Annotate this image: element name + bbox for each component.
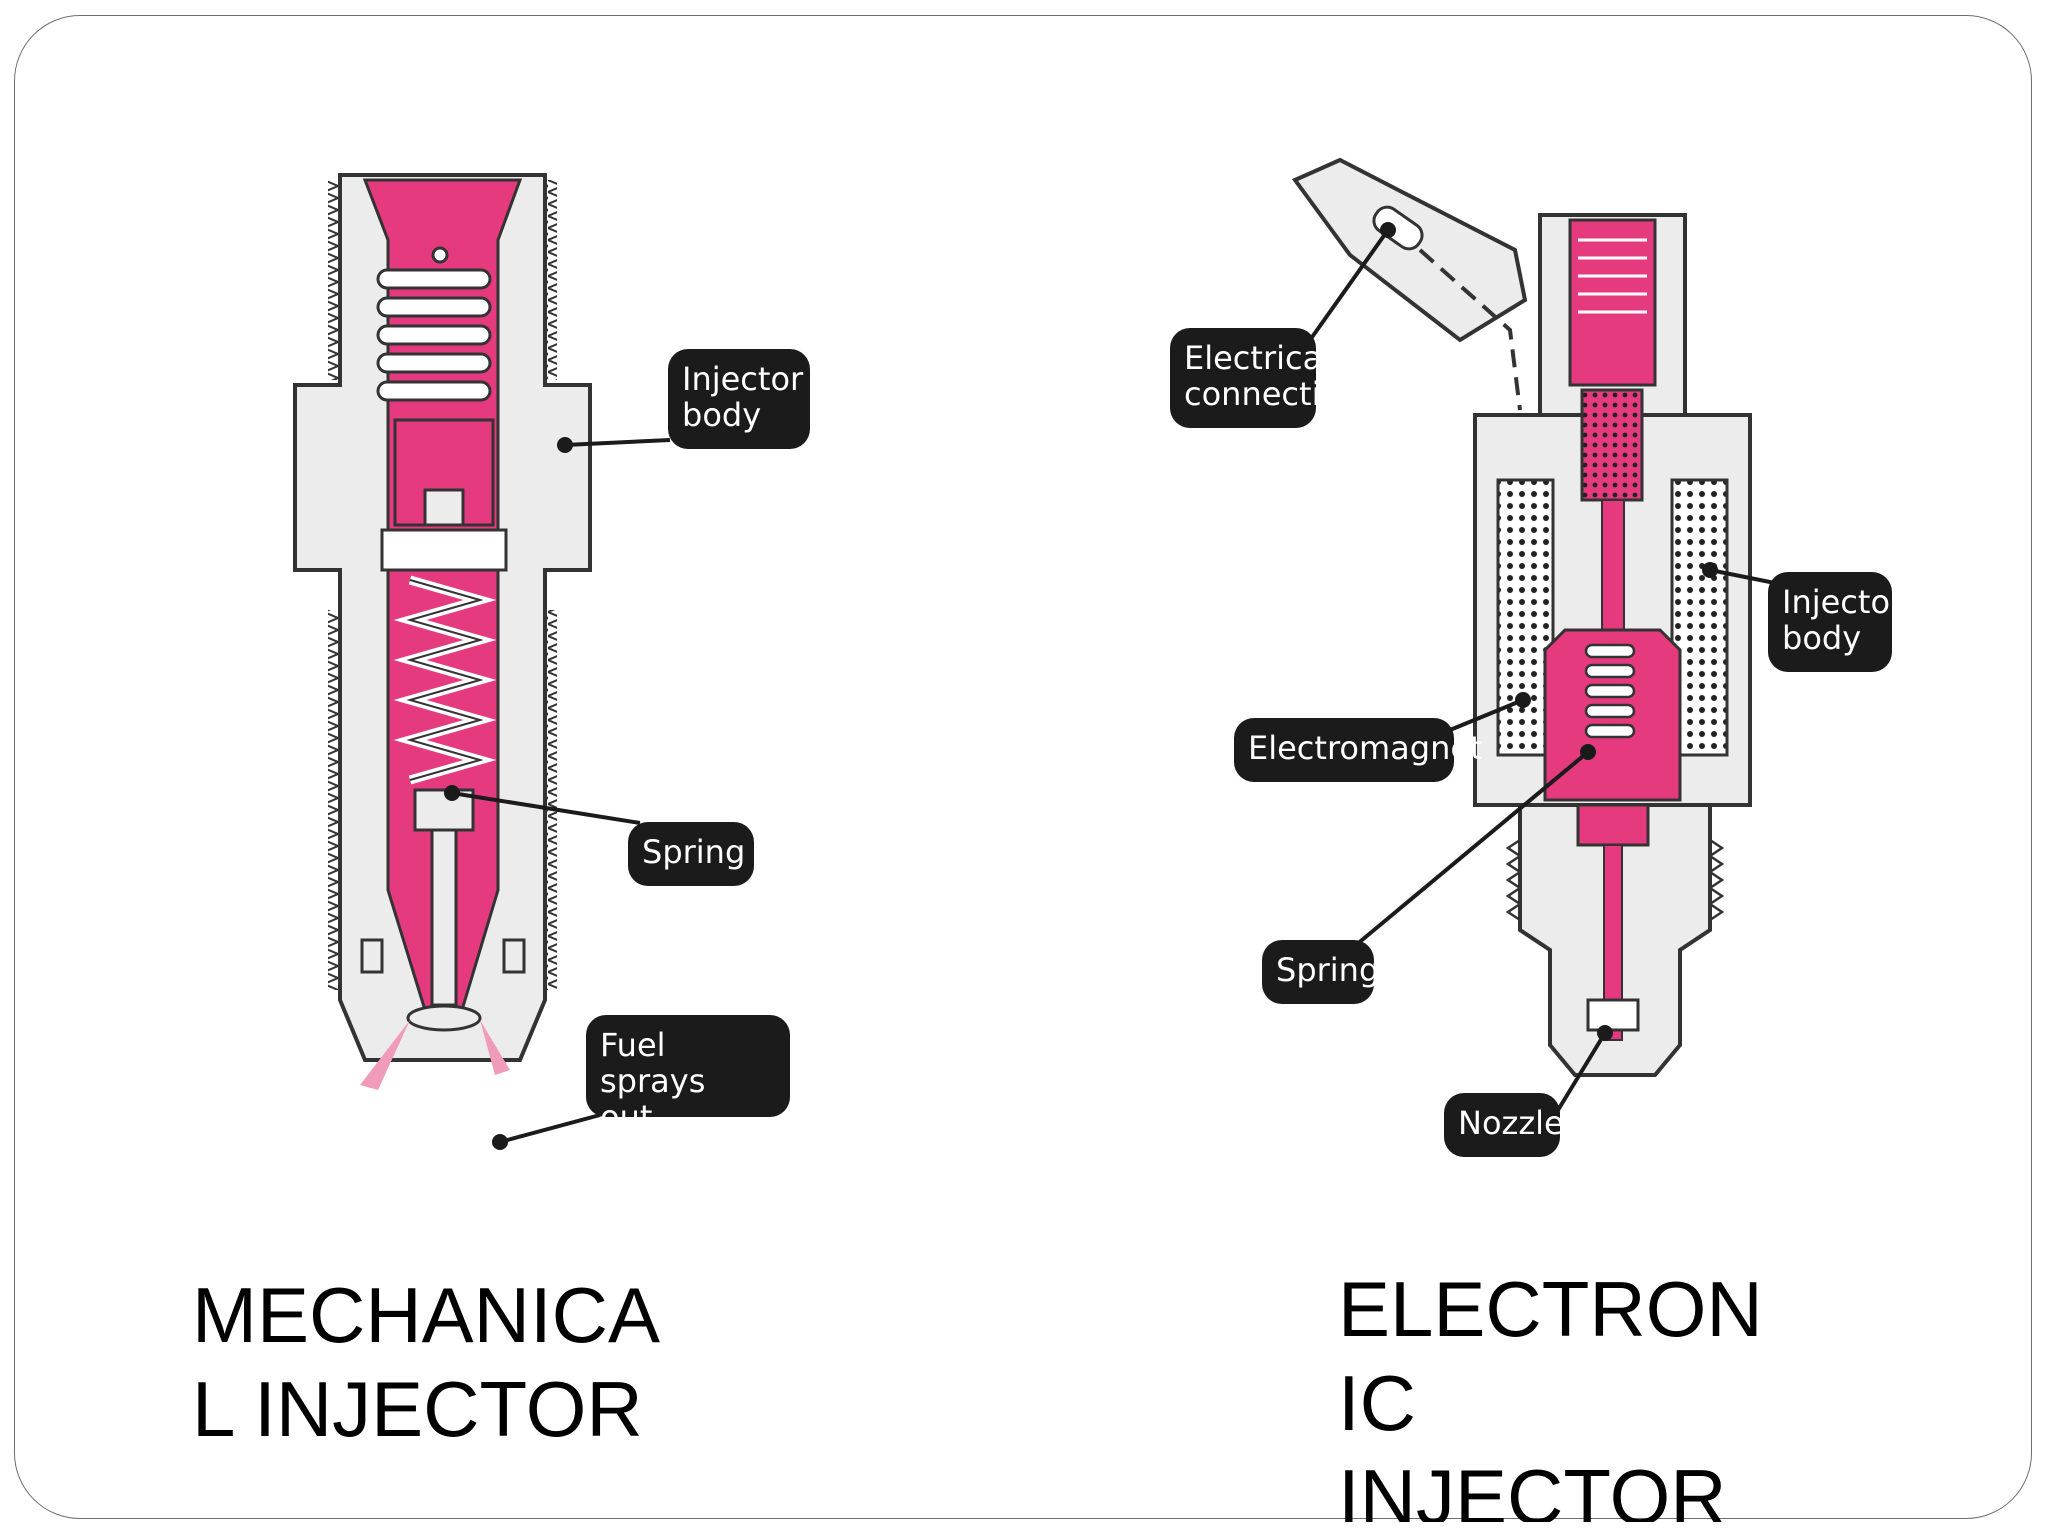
elec-callout-injector-body: Injector body (1768, 572, 1903, 672)
mech-needle-tip (406, 1004, 482, 1032)
elec-callout-nozzle: Nozzle (1444, 1093, 1564, 1157)
mech-fuel-spray-right (480, 1020, 510, 1075)
mech-upper-spring (376, 246, 492, 402)
elec-needle-head (1576, 803, 1650, 847)
elec-callout-electrical-connection: Electrical connection (1170, 328, 1360, 428)
mech-lower-thread (328, 610, 342, 990)
mech-fuel-spray-left (360, 1020, 410, 1090)
mech-callout-injector-body: Injector body (668, 349, 810, 449)
mech-top-thread-right (543, 180, 557, 380)
electronic-injector-diagram (1291, 157, 1786, 1117)
elec-connector-pin (1372, 205, 1424, 251)
mech-collar (380, 528, 508, 572)
elec-nozzle-tip (1586, 998, 1640, 1032)
mechanical-injector-diagram (293, 173, 671, 1150)
elec-fuel-passage (1601, 499, 1625, 631)
mech-piston-notch (423, 488, 465, 527)
electronic-injector-caption: ELECTRON IC INJECTOR (1338, 1265, 1763, 1522)
mech-leader-lines (444, 437, 671, 1150)
elec-callout-electromagnet: Electromagnet (1234, 718, 1483, 782)
mech-lower-thread-right (543, 610, 557, 990)
mech-callout-fuel-sprays-out: Fuel sprays out (586, 1015, 790, 1135)
elec-callout-spring: Spring (1262, 940, 1379, 1004)
elec-filter (1580, 388, 1644, 502)
elec-spring (1584, 643, 1636, 739)
elec-fuel-inlet (1568, 218, 1657, 387)
mechanical-injector-caption: MECHANICA L INJECTOR (192, 1271, 661, 1453)
elec-needle (1603, 844, 1623, 1041)
elec-wire (1418, 248, 1522, 411)
mech-callout-spring: Spring (628, 822, 754, 886)
mech-top-thread (328, 180, 342, 380)
